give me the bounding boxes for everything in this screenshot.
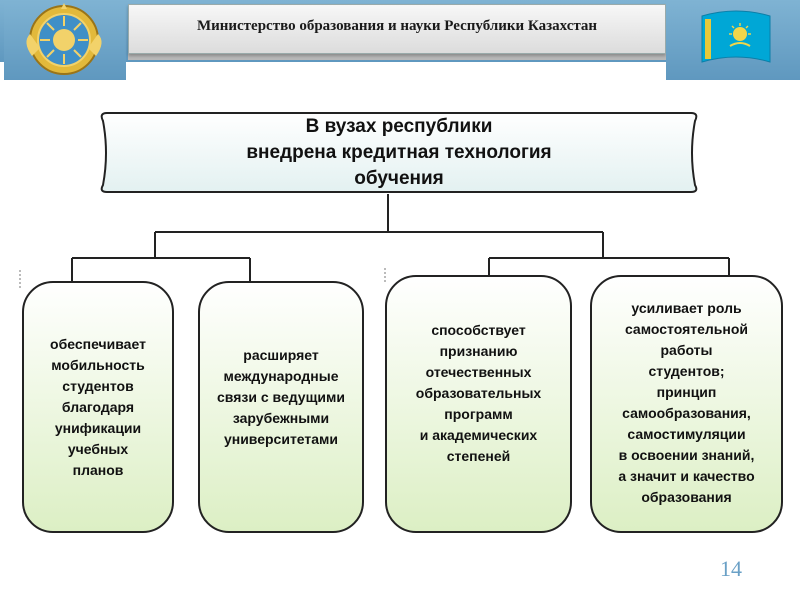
top-box-line: внедрена кредитная технология — [246, 142, 552, 163]
connector-lines — [19, 194, 730, 290]
node-line: степеней — [446, 448, 511, 464]
node-line: учебных — [67, 441, 129, 457]
node-line: унификации — [54, 420, 142, 436]
node-line: признанию — [439, 343, 518, 359]
node-line: отечественных — [425, 364, 532, 380]
node-line: и академических — [419, 427, 538, 443]
node-line: а значит и качество — [618, 468, 755, 484]
top-box-line: В вузах республики — [305, 116, 493, 137]
top-box-line: обучения — [354, 168, 444, 189]
node-line: самостимуляции — [627, 426, 746, 442]
node-line: обеспечивает — [50, 336, 146, 352]
header-title-panel: Министерство образования и науки Республ… — [128, 4, 666, 54]
node-line: работы — [660, 342, 713, 358]
node-line: студентов — [62, 378, 134, 394]
node-4-box — [590, 275, 783, 533]
node-line: усиливает роль — [631, 300, 742, 316]
node-line: программ — [444, 406, 513, 422]
page-title: Министерство образования и науки Республ… — [196, 18, 598, 34]
top-box-text: В вузах республики внедрена кредитная те… — [97, 114, 701, 192]
node-3-box — [385, 275, 572, 533]
node-1-text: обеспечивает мобильность студентов благо… — [23, 334, 173, 481]
flag-panel — [666, 0, 800, 80]
top-box-frame — [100, 112, 698, 193]
node-line: образования — [641, 489, 732, 505]
node-line: планов — [72, 462, 124, 478]
node-2-text: расширяет международные связи с ведущими… — [199, 345, 363, 450]
node-line: университетами — [223, 431, 339, 447]
node-line: самообразования, — [622, 405, 751, 421]
header-stripe — [128, 52, 800, 60]
node-3-text: способствует признанию отечественных обр… — [386, 320, 571, 467]
node-2-box — [198, 281, 364, 533]
node-4-text: усиливает роль самостоятельной работы ст… — [591, 298, 782, 508]
node-line: студентов; — [648, 363, 725, 379]
node-line: способствует — [431, 322, 526, 338]
node-line: зарубежными — [232, 410, 330, 426]
node-line: принцип — [656, 384, 717, 400]
node-line: связи с ведущими — [217, 389, 345, 405]
node-line: в освоении знаний, — [618, 447, 755, 463]
node-line: образовательных — [415, 385, 542, 401]
kazakhstan-flag-icon — [701, 10, 771, 63]
node-line: благодаря — [61, 399, 135, 415]
node-line: самостоятельной — [624, 321, 749, 337]
emblem-panel — [4, 0, 126, 80]
kazakhstan-emblem-icon — [26, 3, 102, 75]
node-1-box — [22, 281, 174, 533]
node-line: международные — [223, 368, 339, 384]
page-number: 14 — [720, 556, 742, 581]
node-line: расширяет — [243, 347, 319, 363]
node-line: мобильность — [51, 357, 145, 373]
